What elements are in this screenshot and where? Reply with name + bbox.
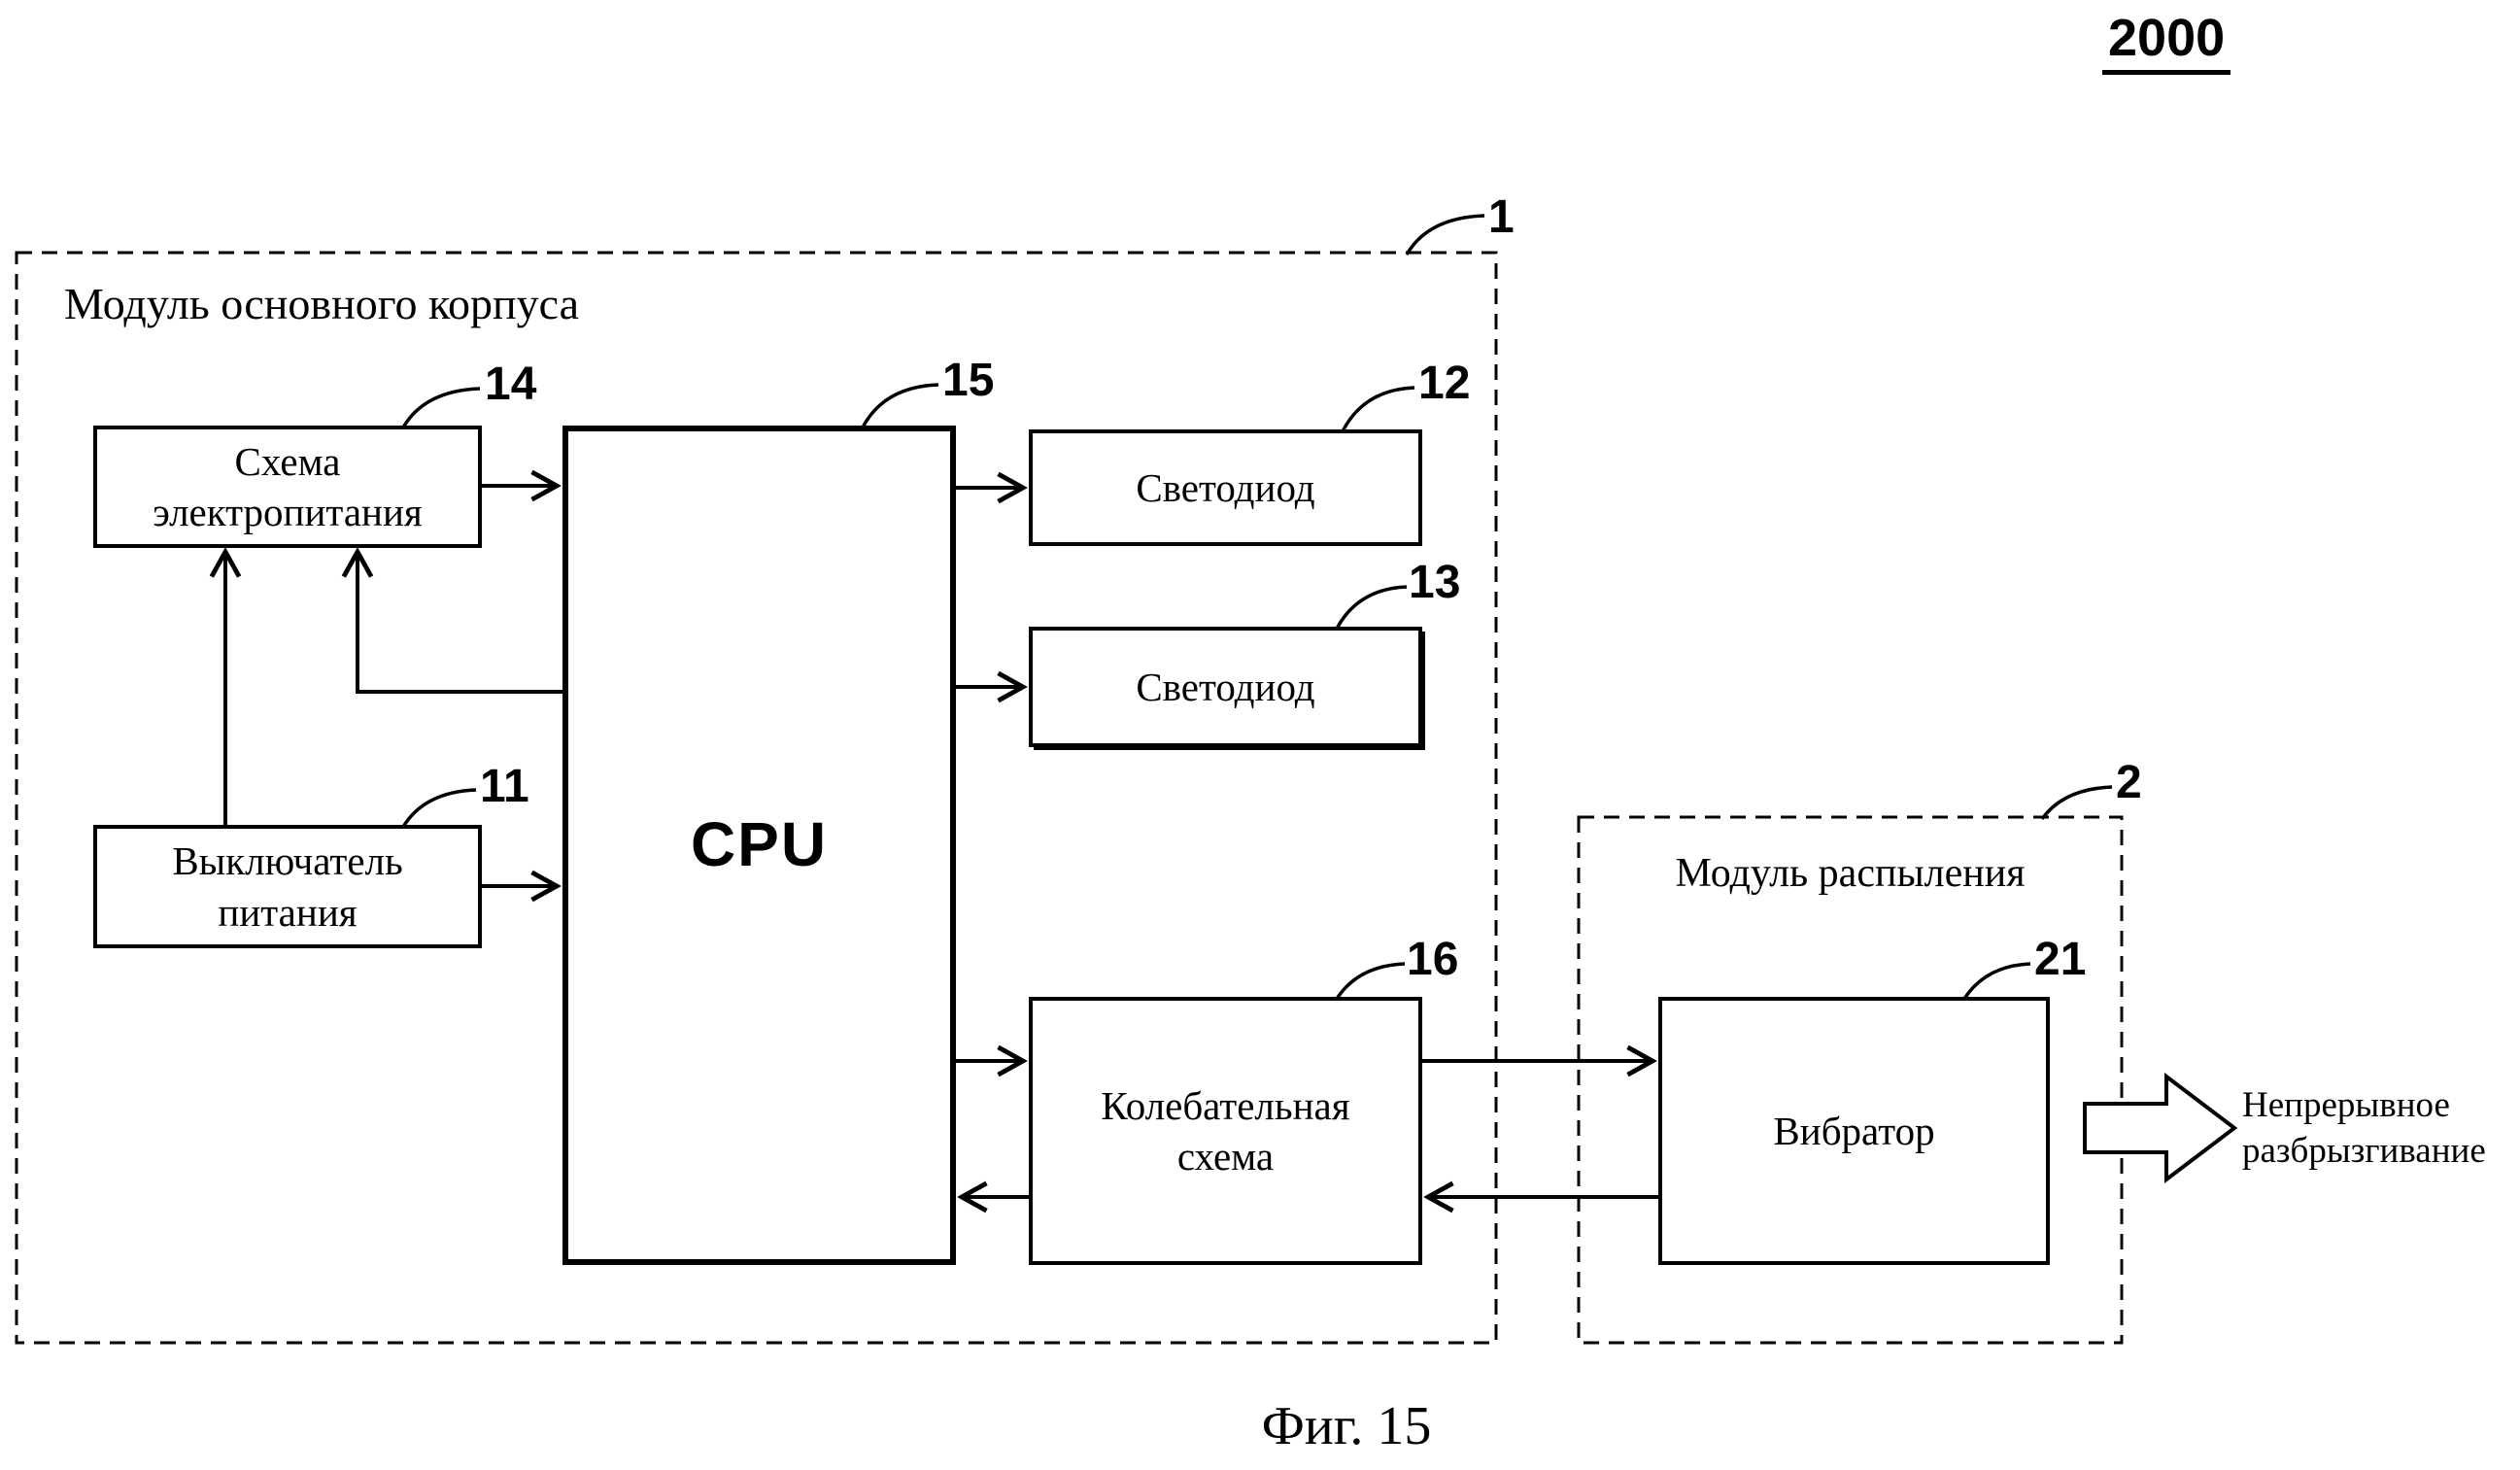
block-vibrator: Вибратор xyxy=(1658,997,2050,1265)
block-cpu: CPU xyxy=(562,426,956,1265)
block-led-bottom: Светодиод xyxy=(1029,627,1422,747)
ref-led-bottom: 13 xyxy=(1409,557,1461,608)
lead-tick-ref-1 xyxy=(1405,214,1485,256)
lead-tick-ref-14 xyxy=(401,387,481,428)
block-power-switch: Выключатель питания xyxy=(93,825,482,948)
module-main-label: Модуль основного корпуса xyxy=(64,279,580,328)
block-oscillator-line1: Колебательная xyxy=(1101,1082,1350,1128)
lead-tick-ref-13 xyxy=(1335,585,1408,630)
ref-led-top: 12 xyxy=(1418,358,1471,409)
module-spray-label: Модуль распыления xyxy=(1675,851,2026,896)
lead-tick-ref-15 xyxy=(861,383,939,428)
block-power-switch-line2: питания xyxy=(218,889,358,935)
arrow-cpu-to-power-circuit xyxy=(358,552,562,694)
lead-tick-ref-11 xyxy=(401,788,477,828)
module-main-boundary xyxy=(15,251,1498,1345)
block-power-circuit: Схема электропитания xyxy=(93,426,482,548)
block-cpu-label: CPU xyxy=(690,809,829,880)
lead-tick-ref-12 xyxy=(1341,386,1415,432)
block-power-circuit-line2: электропитания xyxy=(153,490,423,534)
block-oscillator-line2: схема xyxy=(1176,1134,1275,1179)
continuous-spray-label: Непрерывное разбрызгивание xyxy=(2242,1082,2486,1175)
lead-tick-ref-16 xyxy=(1335,962,1406,1000)
continuous-spray-label-line1: Непрерывное xyxy=(2242,1085,2450,1125)
ref-power-switch: 11 xyxy=(480,761,529,812)
block-oscillator: Колебательная схема xyxy=(1029,997,1422,1265)
ref-oscillator: 16 xyxy=(1407,934,1459,985)
ref-cpu: 15 xyxy=(942,355,995,406)
ref-module-main: 1 xyxy=(1488,191,1515,243)
ref-power-circuit: 14 xyxy=(485,359,537,410)
figure-number: 2000 xyxy=(2102,12,2231,75)
block-vibrator-label: Вибратор xyxy=(1773,1108,1935,1153)
ref-vibrator: 21 xyxy=(2034,934,2087,985)
block-power-switch-line1: Выключатель xyxy=(172,838,403,884)
block-led-top: Светодиод xyxy=(1029,429,1422,546)
lead-tick-ref-2 xyxy=(2040,785,2113,821)
block-power-circuit-line1: Схема xyxy=(234,438,341,484)
block-led-bottom-label: Светодиод xyxy=(1136,664,1315,709)
ref-module-spray: 2 xyxy=(2116,757,2142,808)
module-spray-boundary xyxy=(1577,815,2124,1345)
block-led-top-label: Светодиод xyxy=(1136,464,1315,510)
lead-tick-ref-21 xyxy=(1962,962,2031,1000)
continuous-spray-arrow-icon xyxy=(2083,1072,2238,1184)
continuous-spray-label-line2: разбрызгивание xyxy=(2242,1131,2486,1172)
figure-caption: Фиг. 15 xyxy=(1261,1396,1432,1456)
